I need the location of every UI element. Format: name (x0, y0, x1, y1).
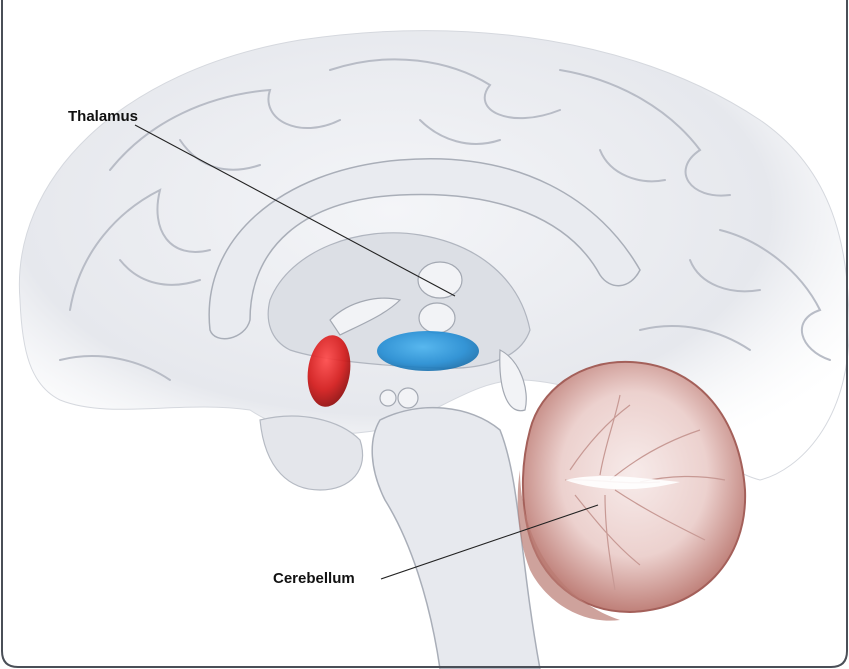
cerebellum-illustration (518, 362, 745, 621)
cerebellum-label: Cerebellum (273, 570, 355, 587)
blue-highlight-marker (377, 331, 479, 371)
thalamus-label: Thalamus (68, 108, 138, 125)
brainstem (372, 408, 540, 669)
